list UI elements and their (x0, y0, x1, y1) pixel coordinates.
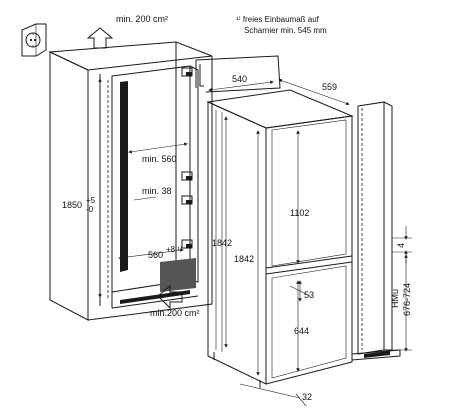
niche-height-sub: -0 (86, 205, 94, 214)
power-socket-icon (21, 23, 47, 57)
freezer-door-label: 644 (294, 326, 309, 336)
note-line-2: Scharnier min. 545 mm (244, 26, 327, 35)
side-gap-label: 4 (396, 243, 406, 248)
vent-bottom-label: min.200 cm² (150, 308, 200, 318)
appliance-height-label-a: 1842 (212, 238, 232, 248)
appliance-height-label-b: 1842 (234, 254, 254, 264)
appliance-width-label: 559 (322, 82, 337, 92)
hinge-middle (181, 195, 193, 205)
hinge-upper (181, 171, 193, 181)
hinge-top (181, 67, 193, 77)
airflow-up-arrow-icon (86, 27, 114, 49)
airflow-in-arrow-icon (157, 284, 183, 310)
niche-height-sup: +5 (86, 196, 96, 205)
note-line-1: ¹⁾ freies Einbaumaß auf (236, 15, 320, 24)
appliance (206, 89, 354, 388)
niche-width-label: 560 (148, 250, 163, 260)
niche-depth-label: min. 560 (142, 154, 177, 164)
niche-width-sup: +8 ¹⁾ (166, 245, 182, 254)
door-height-range: 676-724 (402, 283, 412, 316)
vent-top-label: min. 200 cm² (116, 14, 168, 24)
appliance-depth-label: 540 (232, 74, 247, 84)
fridge-door-label: 1102 (290, 208, 309, 218)
niche-height-label: 1850 (62, 200, 82, 210)
bottom-gap-label: 32 (302, 392, 312, 402)
niche-cabinet (48, 41, 213, 321)
gap-label: min. 38 (142, 186, 172, 196)
hinge-lower (181, 239, 193, 249)
door-height-label: HMu (390, 289, 400, 308)
gap-mid-label: 53 (304, 290, 314, 300)
furniture-door-side (351, 101, 412, 361)
